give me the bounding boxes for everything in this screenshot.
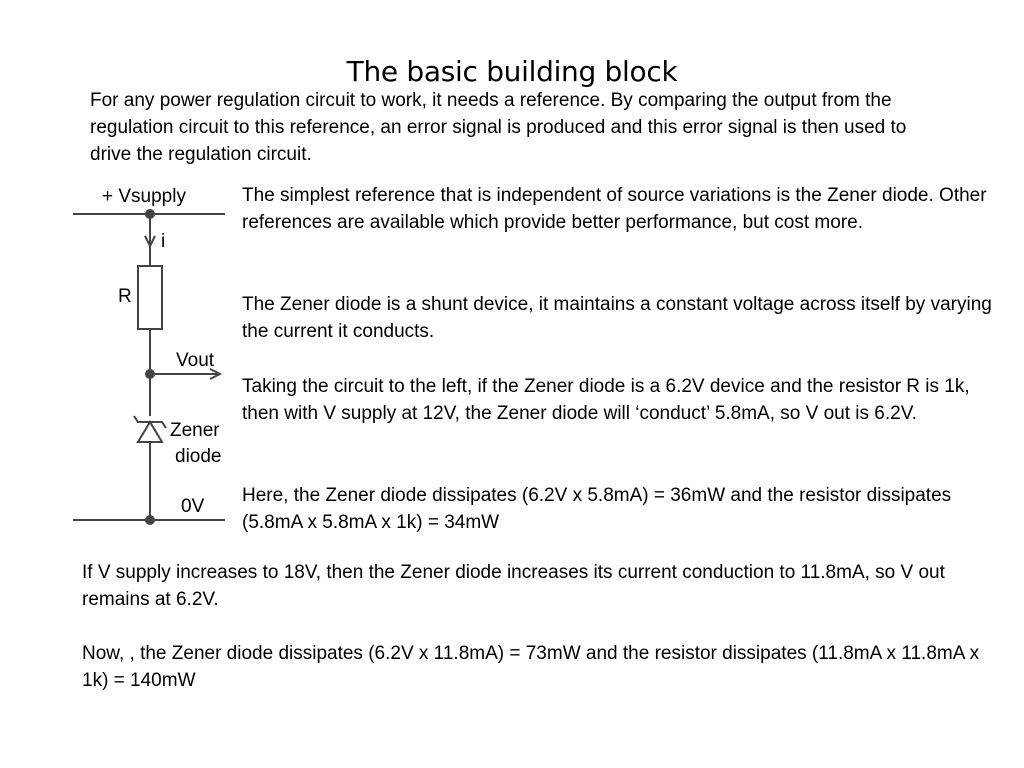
intro-paragraph: For any power regulation circuit to work…	[90, 90, 907, 165]
zener-diode	[136, 420, 164, 443]
circuit-example-paragraph: Taking the circuit to the left, if the Z…	[242, 376, 970, 424]
zener-label-line2: diode	[175, 446, 222, 467]
zener-circuit-diagram: + Vsupply i R Vout Zener diode 0V	[73, 186, 225, 525]
output-label: Vout	[176, 350, 215, 371]
dissipation-18v-paragraph: Now, , the Zener diode dissipates (6.2V …	[82, 643, 980, 691]
current-arrow	[144, 235, 156, 249]
supply-increase-paragraph: If V supply increases to 18V, then the Z…	[82, 562, 945, 610]
zener-reference-paragraph: The simplest reference that is independe…	[242, 185, 987, 233]
current-label: i	[161, 231, 165, 252]
supply-label: + Vsupply	[102, 186, 186, 207]
resistor-label: R	[118, 286, 132, 307]
shunt-device-paragraph: The Zener diode is a shunt device, it ma…	[242, 294, 992, 342]
zener-bar	[133, 415, 167, 429]
ground-node	[145, 515, 155, 525]
dissipation-12v-paragraph: Here, the Zener diode dissipates (6.2V x…	[242, 485, 952, 533]
zener-label-line1: Zener	[170, 420, 220, 441]
output-arrow-head	[209, 368, 223, 380]
ground-label: 0V	[181, 496, 205, 517]
slide-title: The basic building block	[346, 54, 678, 88]
resistor	[137, 265, 163, 330]
